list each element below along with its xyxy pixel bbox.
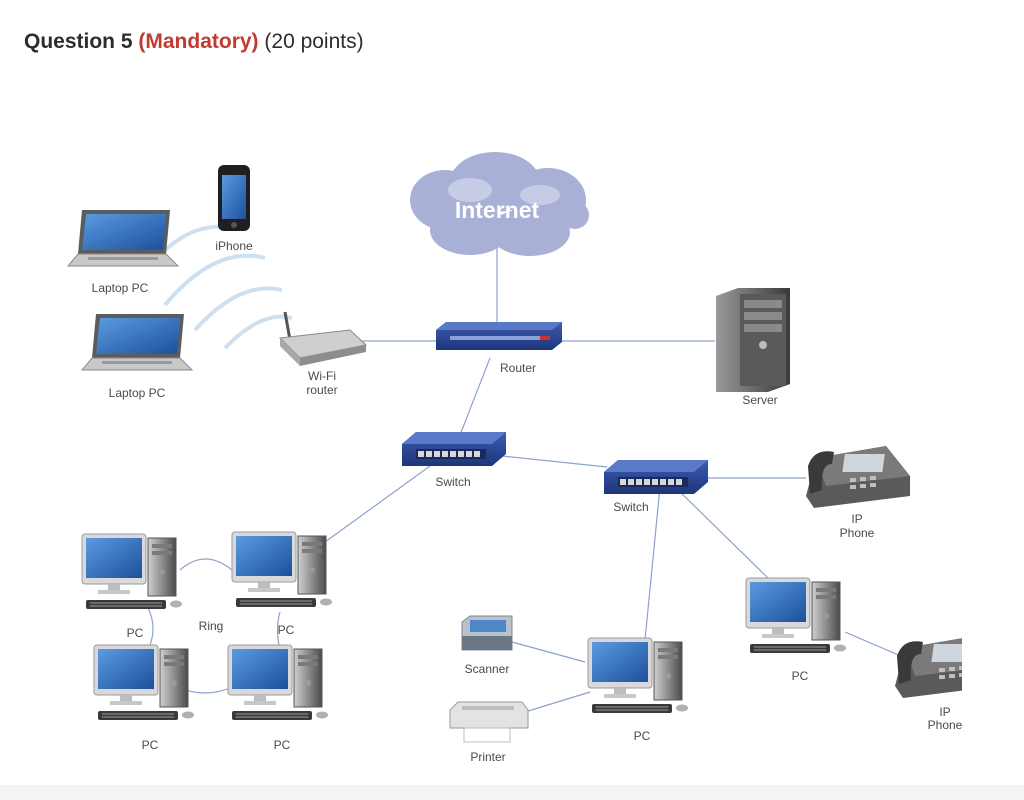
switch-left-label: Switch	[435, 475, 470, 489]
ip-phone-2: IP Phone	[895, 620, 1024, 732]
mandatory-label: (Mandatory)	[138, 30, 259, 53]
laptop-bottom-label: Laptop PC	[109, 386, 166, 400]
ip-phone-1: IP Phone	[806, 446, 910, 540]
pc-right: PC	[745, 577, 847, 683]
pc-ring-top-right: PC	[231, 531, 333, 637]
laptop-bottom: Laptop PC	[81, 313, 193, 400]
server-label: Server	[742, 393, 777, 407]
pc-ring-bottom-left-label: PC	[142, 738, 159, 752]
iphone-device: iPhone	[215, 165, 253, 253]
router-label: Router	[500, 361, 536, 375]
printer-label: Printer	[470, 750, 505, 764]
ip-phone-1-label-1: IP	[851, 512, 862, 526]
iphone-label: iPhone	[215, 239, 253, 253]
pc-ring-top-right-label: PC	[278, 623, 295, 637]
ip-phone-2-label-2: Phone	[928, 718, 963, 732]
pc-center: PC	[587, 637, 689, 743]
ip-phone-1-label-2: Phone	[840, 526, 875, 540]
question-number: Question 5	[24, 30, 133, 53]
server-device: Server	[716, 288, 790, 407]
ip-phone-2-label-1: IP	[939, 705, 950, 719]
wifi-router-label-2: router	[306, 383, 337, 397]
connection-lines	[147, 248, 911, 713]
wifi-router: Wi-Fi router	[278, 311, 368, 397]
internet-label: Internet	[455, 197, 540, 223]
pc-ring-top-left: PC	[81, 533, 183, 640]
printer-device: Printer	[449, 701, 529, 764]
pc-ring-bottom-right-label: PC	[274, 738, 291, 752]
pc-center-label: PC	[634, 729, 651, 743]
scanner-label: Scanner	[465, 662, 510, 676]
points-label: (20 points)	[264, 30, 364, 53]
scanner-device: Scanner	[461, 615, 513, 676]
switch-right-label: Switch	[613, 500, 648, 514]
router-device: Router	[436, 322, 562, 375]
laptop-top-label: Laptop PC	[92, 281, 149, 295]
wifi-router-label-1: Wi-Fi	[308, 369, 336, 383]
page-footer-bar	[0, 785, 1024, 800]
switch-left: Switch	[402, 432, 506, 489]
pc-ring-bottom-right: PC	[227, 644, 329, 752]
pc-ring-top-left-label: PC	[127, 626, 144, 640]
ring-label: Ring	[199, 619, 224, 633]
laptop-top: Laptop PC	[67, 209, 179, 295]
pc-right-label: PC	[792, 669, 809, 683]
question-title: Question 5 (Mandatory) (20 points)	[24, 30, 364, 54]
internet-cloud: Internet	[410, 152, 589, 256]
pc-ring-bottom-left: PC	[93, 644, 195, 752]
switch-right: Switch	[604, 460, 708, 514]
